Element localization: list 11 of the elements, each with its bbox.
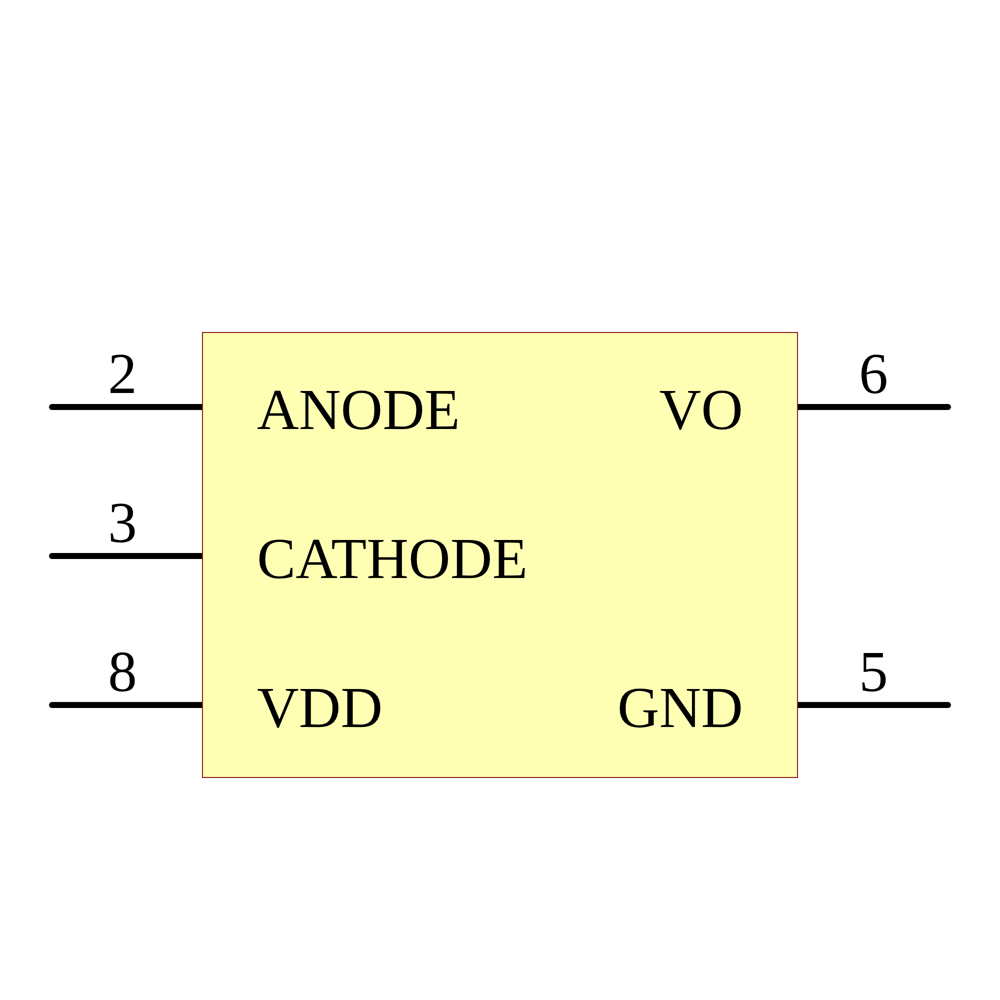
pin-number: 8 [108,643,137,701]
pin-number: 3 [108,494,137,552]
pin-number: 2 [108,345,137,403]
pin-number: 5 [859,643,888,701]
pin-name: VDD [257,679,383,737]
pin-name: CATHODE [257,530,528,588]
pin-number: 6 [859,345,888,403]
pin-name: VO [659,381,743,439]
pin-name: GND [617,679,743,737]
pin-name: ANODE [257,381,460,439]
component-body [202,332,798,778]
